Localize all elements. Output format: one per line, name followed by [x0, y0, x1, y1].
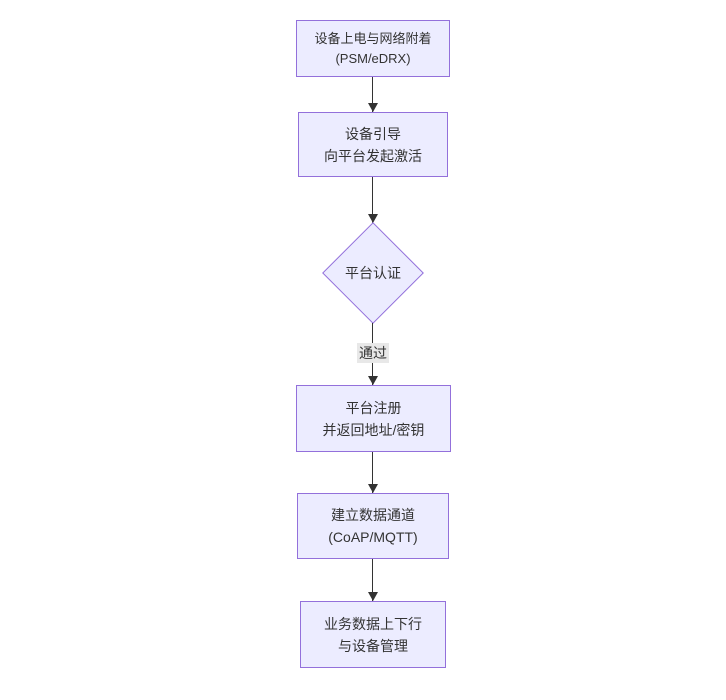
arrowhead-icon	[367, 484, 378, 493]
node-text-line: 并返回地址/密钥	[322, 421, 425, 438]
arrow-register-to-channel	[367, 452, 378, 493]
node-text-line: 与设备管理	[338, 637, 408, 654]
node-text-line: 业务数据上下行	[324, 615, 422, 632]
arrow-channel-to-business	[367, 559, 378, 601]
node-text-line: 向平台发起激活	[324, 147, 422, 164]
node-text-line: (PSM/eDRX)	[335, 50, 411, 66]
edge-label-pass: 通过	[357, 343, 389, 363]
node-data-channel: 建立数据通道 (CoAP/MQTT)	[297, 493, 449, 559]
node-platform-auth-decision: 平台认证	[322, 222, 424, 324]
node-text-line: (CoAP/MQTT)	[328, 529, 418, 545]
node-business-data: 业务数据上下行 与设备管理	[300, 601, 446, 668]
arrowhead-icon	[367, 103, 378, 112]
node-text-line: 建立数据通道	[331, 507, 415, 523]
arrow-bootstrap-to-auth	[367, 177, 378, 223]
node-text-line: 设备上电与网络附着	[314, 30, 432, 46]
arrowhead-icon	[367, 376, 378, 385]
node-device-bootstrap: 设备引导 向平台发起激活	[298, 112, 448, 177]
node-text-line: 平台注册	[345, 399, 402, 416]
arrowhead-icon	[367, 592, 378, 601]
node-text-line: 平台认证	[345, 265, 401, 281]
arrowhead-icon	[367, 214, 378, 223]
node-platform-register: 平台注册 并返回地址/密钥	[296, 385, 451, 452]
arrow-attach-to-bootstrap	[367, 77, 378, 112]
node-power-network-attach: 设备上电与网络附着 (PSM/eDRX)	[296, 20, 450, 77]
node-text-line: 设备引导	[345, 125, 401, 142]
